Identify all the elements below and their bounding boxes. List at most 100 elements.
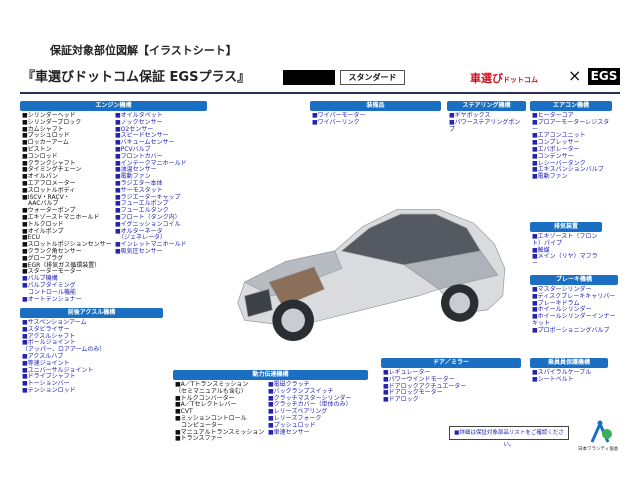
section-header: ドア／ミラー — [381, 358, 521, 368]
section-exhaust: 排気装置エキゾースト（フロント）パイプ触媒メイン（リヤ）マフラー — [530, 222, 602, 267]
section-header: 前後アクスル機構 — [20, 308, 163, 318]
list-item: レギュレーター — [383, 369, 466, 377]
item-list: ヒーターコアブロアーモーターレジスターエアコンユニットコンプレッサーエバポレータ… — [532, 112, 612, 181]
list-item: オイルパン — [22, 173, 112, 181]
section-door: ドア／ミラーレギュレーターパワーウインドモータードアロックアクチュエータードアロ… — [381, 358, 521, 408]
section-equipment: 装備品ワイパーモーターワイパーリンク — [310, 101, 441, 179]
list-item: タイミングチェーン — [22, 167, 112, 174]
brand-logo: 車選びドットコム — [470, 70, 538, 86]
list-item: マスターシリンダー — [532, 286, 618, 294]
section-front-axle: 前後アクスル機構サスペンションアームスタビライザーアクスルシャフトボールジョイン… — [20, 308, 163, 398]
list-item: A／Tセレクトレバー — [175, 402, 264, 409]
list-item: オイルポンプ — [22, 228, 112, 236]
list-item: 電磁クラッチ — [268, 381, 352, 389]
list-item: クラッチカバー（単体のみ） — [268, 402, 352, 409]
list-item: レリーズベアリング — [268, 408, 352, 416]
list-item: スロットルボディ — [22, 187, 112, 195]
list-item: 吸気圧センサー — [115, 248, 187, 256]
list-item: 油温センサー — [115, 167, 187, 174]
list-item: エアフロメーター — [22, 180, 112, 188]
list-item: ドアロックアクチュエーター — [383, 383, 467, 391]
list-item: スピードセンサー — [115, 133, 187, 140]
list-item: ブレーキドラム — [532, 300, 618, 308]
section-header: ステアリング機構 — [447, 101, 526, 111]
note-box: ■詳細は保証対象部品リストをご確認ください。 — [449, 426, 569, 448]
item-list: A／Tトランスミッション （セミマニュアルも含む）トルクコンバーターA／Tセレク… — [175, 381, 264, 443]
list-item: ドアロック — [383, 396, 466, 404]
list-item: 触媒 — [532, 247, 602, 255]
section-engine: エンジン機構シリンダーヘッドシリンダーブロックカムシャフトプッシュロッドロッカー… — [20, 101, 207, 304]
list-item: オルターネータ （ジェネレータ） — [115, 228, 187, 243]
list-item: EGR（排気ガス循環装置） — [22, 262, 112, 270]
list-item: 等速ジョイント — [22, 360, 105, 368]
list-item: O2センサー — [115, 126, 187, 134]
org-name: 日本ワランティ協会 — [578, 447, 619, 452]
list-item: ノックセンサー — [115, 119, 187, 127]
section-steering: ステアリング機構ギヤボックスパワーステアリングポンプ — [447, 101, 526, 161]
list-item: コンプレッサー — [532, 139, 612, 147]
item-list: マスターシリンダーディスクブレーキキャリパーブレーキドラムホイールシリンダーホイ… — [532, 286, 618, 335]
list-item: 車速センサー — [268, 429, 352, 437]
item-list: ワイパーモーターワイパーリンク — [312, 112, 366, 127]
list-item: エキスパンションバルブ — [532, 167, 612, 174]
list-item: エアコンユニット — [532, 133, 612, 140]
list-item: カムシャフト — [22, 126, 112, 134]
list-item: テンションロッド — [22, 387, 105, 395]
section-header: 排気装置 — [530, 222, 602, 232]
list-item: ドアロックモーター — [383, 390, 466, 397]
list-item: プロポーショニングバルブ — [532, 327, 618, 335]
list-item: バックランプスイッチ — [268, 388, 352, 396]
list-item: エバポレーター — [532, 146, 612, 154]
list-item: スタビライザー — [22, 326, 105, 334]
list-item: 電動ファン — [532, 173, 612, 181]
list-item: ミッションコントロール コンピューター — [175, 415, 264, 430]
list-item: コンデンサー — [532, 153, 612, 161]
list-item: ディスクブレーキキャリパー — [532, 293, 618, 301]
plan-title: 『車選びドットコム保証 EGSプラス』 — [22, 70, 251, 85]
list-item: トルクロッド — [22, 221, 112, 229]
section-header: 動力伝達機構 — [173, 370, 368, 380]
list-item: トルクコンバーター — [175, 395, 264, 403]
list-item: エキゾーストマニホールド — [22, 214, 112, 222]
item-list: シリンダーヘッドシリンダーブロックカムシャフトプッシュロッドロッカーアームピスト… — [22, 112, 112, 304]
list-item: クランク角センサー — [22, 248, 112, 256]
item-list: オイルタペットノックセンサーO2センサースピードセンサーバキュームセンサーPCV… — [115, 112, 187, 256]
list-item: バルブ機構 — [22, 275, 112, 283]
item-list: ギヤボックスパワーステアリングポンプ — [449, 112, 526, 134]
list-item: 電動ファン — [115, 173, 187, 181]
section-header: 装備品 — [310, 101, 441, 111]
section-header: ブレーキ機構 — [530, 275, 618, 285]
list-item: ワイパーリンク — [312, 119, 366, 127]
list-item: ボールジョイント （アッパー、ロアアームのみ） — [22, 340, 105, 354]
list-item: バルブタイミング コントロール機能 — [22, 282, 112, 297]
list-item: サーモスタット — [115, 187, 187, 195]
list-item: ヒーターコア — [532, 112, 612, 120]
list-item: フロート（タンク内） — [115, 214, 187, 222]
list-item: クラッチマスターシリンダー — [268, 395, 352, 403]
list-item: インテークマニホールド — [115, 160, 187, 168]
list-item: エキゾースト（フロント）パイプ — [532, 233, 602, 248]
list-item: イグニッションコイル — [115, 221, 187, 229]
list-item: オートテンショナー — [22, 296, 112, 304]
list-item: バキュームセンサー — [115, 139, 187, 147]
list-item: シートベルト — [532, 376, 591, 384]
org-logo-icon — [590, 420, 612, 443]
section-header: エアコン機構 — [530, 101, 612, 111]
list-item: シリンダーブロック — [22, 119, 112, 127]
plan-label: スタンダード — [340, 70, 405, 85]
list-item: ワイパーモーター — [312, 112, 366, 120]
list-item: フロントカバー — [115, 153, 187, 161]
list-item: ラジエター本体 — [115, 180, 187, 188]
list-item: パワーステアリングポンプ — [449, 119, 526, 134]
list-item: オイルタペット — [115, 112, 187, 120]
list-item: パワーウインドモーター — [383, 376, 466, 384]
list-item: ホイールシリンダー — [532, 307, 618, 314]
section-drivetrain: 動力伝達機構A／Tトランスミッション （セミマニュアルも含む）トルクコンバーター… — [173, 370, 368, 445]
list-item: CVT — [175, 408, 264, 416]
list-item: スロットルポジションセンサー — [22, 241, 112, 249]
list-item: ギヤボックス — [449, 112, 526, 120]
logo-brand: 車選び — [470, 72, 503, 85]
list-item: トーションバー — [22, 380, 105, 388]
divider — [20, 92, 620, 94]
list-item: ECU — [22, 235, 112, 242]
